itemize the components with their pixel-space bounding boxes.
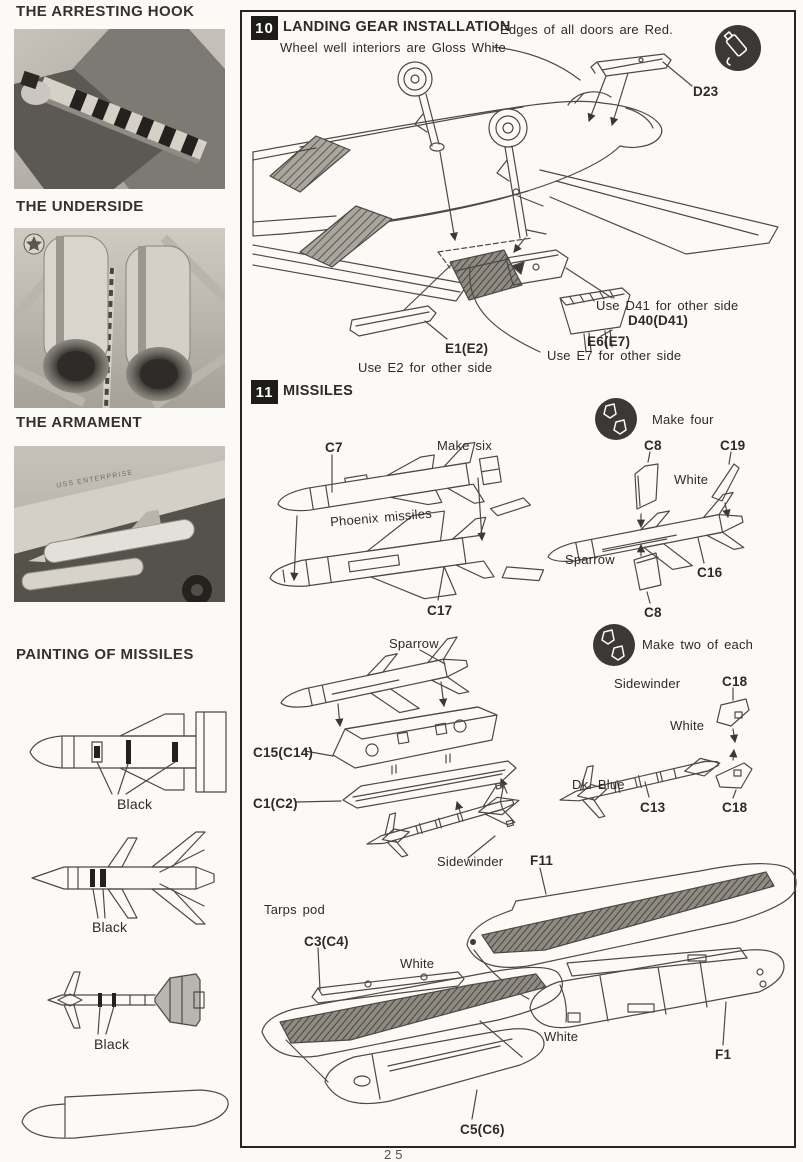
part-label-f11: F11: [530, 853, 554, 868]
part-label-c13: C13: [640, 800, 666, 815]
sparrow-label-right: Sparrow: [565, 552, 615, 567]
section-heading-armament: THE ARMAMENT: [16, 414, 142, 431]
part-label-d23: D23: [693, 84, 719, 99]
step-11-number-badge: 11: [251, 380, 278, 404]
photo-underside: [14, 228, 225, 408]
part-label-c7: C7: [325, 440, 343, 455]
paint-diagram-phoenix: [29, 711, 227, 795]
paint-label-black-phoenix: Black: [117, 796, 153, 812]
part-label-c5: C5(C6): [460, 1122, 505, 1137]
sidewinder-label-right: Sidewinder: [614, 676, 681, 691]
section-heading-arresting-hook: THE ARRESTING HOOK: [16, 3, 195, 20]
part-label-c18-top: C18: [722, 674, 748, 689]
section-heading-underside: THE UNDERSIDE: [16, 198, 144, 215]
part-label-e1: E1(E2): [445, 341, 489, 356]
sparrow-label-mid: Sparrow: [389, 636, 439, 651]
photo-arresting-hook: [14, 29, 225, 189]
step-11-title: MISSILES: [283, 383, 354, 399]
part-label-f1: F1: [715, 1047, 732, 1062]
sidewinder-label-mid: Sidewinder: [437, 854, 504, 869]
part-label-c16: C16: [697, 565, 723, 580]
tarps-pod-label: Tarps pod: [264, 902, 325, 917]
note-make-four: Make four: [652, 412, 714, 427]
paint-note-white-pod-left: White: [400, 956, 435, 971]
photo-armament-image: [14, 446, 225, 602]
part-label-c19: C19: [720, 438, 746, 453]
note-use-e7: Use E7 for other side: [547, 348, 682, 363]
photo-armament: USS ENTERPRISE: [14, 446, 225, 602]
part-label-c15: C15(C14): [253, 745, 314, 760]
note-use-d41: Use D41 for other side: [596, 298, 739, 313]
paint-note-white-pod-right: White: [544, 1029, 579, 1044]
part-label-c18-bottom: C18: [722, 800, 748, 815]
paint-diagram-sparrow: [31, 831, 215, 925]
note-make-six: Make six: [437, 438, 492, 453]
wheel-well-note: Wheel well interiors are Gloss White: [280, 40, 506, 55]
photo-arresting-hook-image: [14, 29, 225, 189]
section-heading-painting-of-missiles: PAINTING OF MISSILES: [16, 646, 194, 663]
photo-underside-image: [14, 228, 225, 408]
paint-note-dk-blue: Dk. Blue: [572, 777, 625, 792]
door-color-note: Edges of all doors are Red.: [500, 22, 673, 37]
part-label-c8-top: C8: [644, 438, 662, 453]
paint-note-white-sidewinder: White: [670, 718, 705, 733]
paint-label-black-sparrow: Black: [92, 919, 128, 935]
part-label-c8-bottom: C8: [644, 605, 662, 620]
part-label-e6: E6(E7): [587, 334, 631, 349]
part-label-d40: D40(D41): [628, 313, 689, 328]
note-make-two-of-each: Make two of each: [642, 637, 754, 652]
paint-diagram-sidewinder: [47, 971, 205, 1035]
step-10-title: LANDING GEAR INSTALLATION: [283, 19, 511, 35]
paint-note-white-sparrow: White: [674, 472, 709, 487]
step-10-number-badge: 10: [251, 16, 278, 40]
paint-diagram-pod: [21, 1089, 229, 1139]
part-label-c3: C3(C4): [304, 934, 349, 949]
part-label-c1: C1(C2): [253, 796, 298, 811]
part-label-c17: C17: [427, 603, 453, 618]
page-number: 25: [384, 1147, 407, 1162]
paint-label-black-sidewinder: Black: [94, 1036, 130, 1052]
instruction-panel-border: [240, 10, 796, 1148]
note-use-e2: Use E2 for other side: [358, 360, 493, 375]
